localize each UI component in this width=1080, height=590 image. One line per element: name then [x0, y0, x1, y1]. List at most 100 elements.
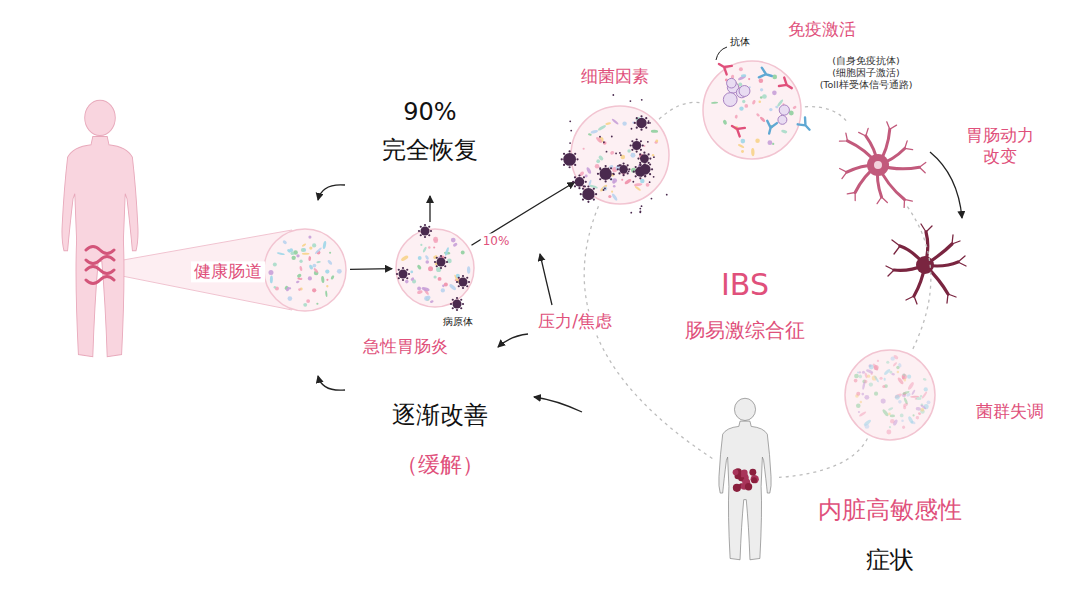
node-illustration: [263, 228, 347, 312]
pathogen-spike: [635, 166, 637, 168]
pathogen-spike: [640, 115, 642, 117]
pathogen-spike: [599, 167, 601, 169]
bacterium: [634, 185, 641, 191]
pathogen-spike: [595, 193, 597, 195]
cycle-connector: [805, 107, 848, 124]
intestine: [741, 470, 748, 477]
bacterium: [296, 273, 302, 278]
pathogen-spike: [444, 265, 446, 267]
bacterium: [308, 256, 311, 261]
bacterium: [416, 264, 422, 270]
pathogen-spike: [462, 287, 464, 289]
bacterium: [895, 395, 900, 400]
bacterium: [597, 124, 606, 131]
bacterium: [316, 303, 318, 305]
bacterium: [428, 266, 433, 271]
bacterium: [861, 393, 864, 396]
bacterium: [589, 184, 598, 189]
bacterium: [441, 288, 445, 292]
pathogen-spike: [563, 164, 565, 166]
pathogen-spike: [585, 181, 587, 183]
toxin-dot: [570, 130, 572, 132]
pathogen-spike: [636, 117, 638, 119]
pathogen: [632, 141, 641, 150]
bacterium: [630, 153, 635, 158]
toxin-dot: [603, 189, 605, 191]
bacterium: [862, 382, 866, 390]
pathogen-spike: [580, 193, 582, 195]
pathogen-spike: [578, 174, 580, 176]
bacterium: [586, 167, 592, 175]
bacterium: [430, 300, 434, 304]
intestine: [751, 475, 759, 483]
pathogen-spike: [587, 185, 589, 187]
bacterium: [299, 260, 302, 263]
cycle-connector: [779, 438, 867, 477]
pathogen-spike: [636, 150, 638, 152]
bacterium: [734, 114, 738, 119]
bacterium: [303, 303, 307, 307]
pathogen: [437, 258, 446, 267]
bacterium: [627, 149, 630, 152]
bacterium: [903, 397, 908, 405]
bacterium: [892, 419, 898, 426]
bacterium: [418, 256, 422, 260]
bacterium: [312, 288, 316, 292]
pathogen-spike: [622, 174, 624, 176]
bacterium: [874, 375, 880, 383]
pathogen-spike: [418, 230, 420, 232]
pathogen-spike: [643, 152, 645, 154]
bacterium: [456, 274, 460, 278]
pathogen: [459, 278, 468, 287]
pathogen-spike: [460, 299, 462, 301]
bacterium: [433, 246, 435, 248]
bacterium: [322, 241, 326, 250]
pathogen-spike: [398, 269, 400, 271]
node-body: 内脏高敏感性症状: [714, 395, 776, 565]
bacterium: [859, 371, 861, 373]
toxin-dot: [635, 170, 637, 172]
bacterium: [297, 277, 302, 280]
bacterium: [920, 404, 927, 410]
cell-body: [867, 154, 889, 176]
bacterium: [613, 185, 616, 188]
intestine: [751, 477, 757, 483]
bacterium: [321, 276, 325, 283]
toxin-dot: [620, 164, 622, 166]
bacterium: [927, 400, 931, 404]
bacterium: [448, 283, 456, 291]
bacterium: [755, 138, 759, 142]
pathogen-spike: [398, 277, 400, 279]
bacterium: [421, 286, 430, 292]
bacterium: [274, 286, 276, 288]
pathogen-spike: [406, 277, 408, 279]
bacterium: [595, 164, 600, 169]
bacterium: [889, 426, 891, 428]
node-illustration: [570, 105, 670, 205]
bacterium: [426, 295, 430, 299]
text-label: 逐渐改善: [392, 400, 488, 430]
circle-outline: [845, 350, 935, 440]
pathogen-spike: [434, 261, 436, 263]
bacterium: [302, 253, 310, 255]
bacterium: [434, 275, 437, 278]
toxin-dot: [606, 151, 608, 153]
pathogen-spike: [635, 175, 637, 177]
bacterium: [410, 277, 415, 282]
bacterium: [326, 285, 328, 287]
bacterium: [655, 140, 658, 143]
bacterium: [308, 276, 312, 280]
pathogen-spike: [627, 172, 629, 174]
node-label: 菌群失调: [976, 401, 1044, 422]
bacterium: [603, 186, 607, 190]
node-dys: 菌群失调: [844, 349, 936, 441]
node-gut: 健康肠道: [263, 228, 347, 312]
bacterium: [759, 79, 764, 84]
bacterium: [894, 393, 902, 400]
bacterium: [579, 171, 585, 177]
pathogen-spike: [647, 122, 649, 124]
antibody: [779, 78, 794, 93]
dendrite-tip: [887, 122, 897, 129]
bacterium: [867, 374, 870, 377]
pathogen-spike: [424, 236, 426, 238]
